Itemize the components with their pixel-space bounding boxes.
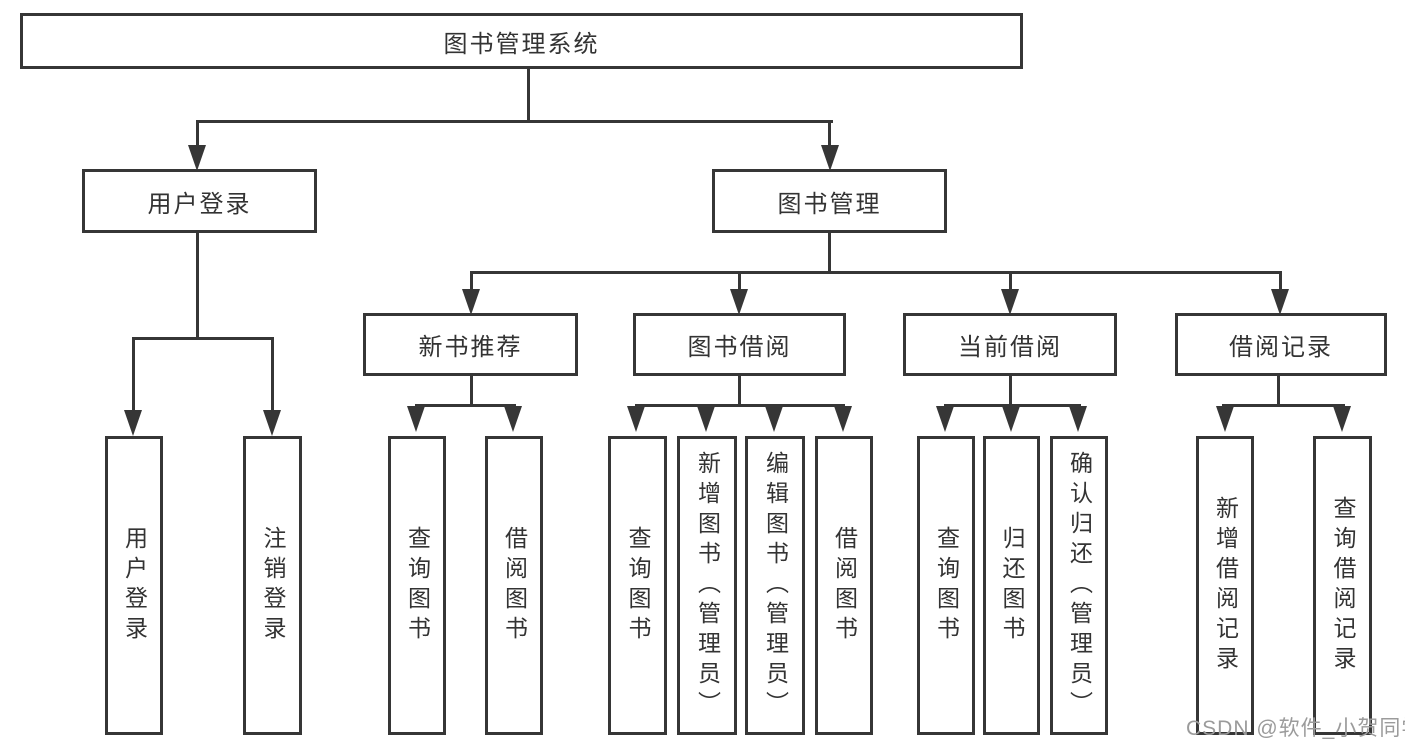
arrow-down-icon xyxy=(124,410,142,436)
connector-root-hline xyxy=(196,120,833,123)
connector-borrow-records-drop xyxy=(1277,375,1280,407)
node-current-borrow: 当前借阅 xyxy=(903,313,1117,376)
connector-stem-leaf-user-login xyxy=(132,337,135,412)
leaf-newbooks-query-books: 查询图书 xyxy=(388,436,446,735)
leaf-borrow-borrow-books: 借阅图书 xyxy=(815,436,873,735)
arrow-down-icon xyxy=(407,406,425,432)
leaf-current-query-books: 查询图书 xyxy=(917,436,975,735)
connector-stem-book-borrow xyxy=(738,271,741,293)
arrow-down-icon xyxy=(730,289,748,315)
connector-user-login-drop xyxy=(196,232,199,340)
arrow-down-icon xyxy=(1216,406,1234,432)
connector-book-borrow-drop xyxy=(738,375,741,407)
arrow-down-icon xyxy=(263,410,281,436)
arrow-down-icon xyxy=(1069,406,1087,432)
leaf-borrow-add-books-admin: 新增图书（管理员） xyxy=(677,436,737,735)
connector-book-mgmt-drop xyxy=(828,232,831,274)
leaf-current-return-books: 归还图书 xyxy=(983,436,1040,735)
connector-current-borrow-hline xyxy=(944,404,1081,407)
node-root-library-system: 图书管理系统 xyxy=(20,13,1023,69)
csdn-watermark: CSDN @软件_小贺同学 xyxy=(1186,717,1405,740)
leaf-borrow-edit-books-admin: 编辑图书（管理员） xyxy=(745,436,805,735)
connector-book-mgmt-hline xyxy=(470,271,1282,274)
leaf-records-query-record: 查询借阅记录 xyxy=(1313,436,1372,735)
leaf-borrow-query-books: 查询图书 xyxy=(608,436,667,735)
connector-user-login-hline xyxy=(132,337,274,340)
node-borrow-records: 借阅记录 xyxy=(1175,313,1387,376)
arrow-down-icon xyxy=(821,145,839,171)
connector-stem-current-borrow xyxy=(1009,271,1012,293)
connector-borrow-records-hline xyxy=(1222,404,1345,407)
arrow-down-icon xyxy=(504,406,522,432)
connector-stem-book-mgmt xyxy=(828,120,831,148)
leaf-logout: 注销登录 xyxy=(243,436,302,735)
arrow-down-icon xyxy=(627,406,645,432)
arrow-down-icon xyxy=(765,406,783,432)
connector-book-borrow-hline xyxy=(635,404,845,407)
node-book-management: 图书管理 xyxy=(712,169,947,233)
arrow-down-icon xyxy=(936,406,954,432)
arrow-down-icon xyxy=(462,289,480,315)
connector-new-books-hline xyxy=(415,404,516,407)
node-user-login: 用户登录 xyxy=(82,169,317,233)
arrow-down-icon xyxy=(697,406,715,432)
arrow-down-icon xyxy=(1333,406,1351,432)
arrow-down-icon xyxy=(1001,289,1019,315)
leaf-newbooks-borrow-books: 借阅图书 xyxy=(485,436,543,735)
leaf-records-add-record: 新增借阅记录 xyxy=(1196,436,1254,735)
arrow-down-icon xyxy=(834,406,852,432)
arrow-down-icon xyxy=(188,145,206,171)
leaf-current-confirm-return-admin: 确认归还（管理员） xyxy=(1050,436,1108,735)
connector-stem-borrow-records xyxy=(1279,271,1282,293)
connector-current-borrow-drop xyxy=(1009,375,1012,407)
connector-stem-user-login xyxy=(196,120,199,148)
connector-root-drop xyxy=(527,68,530,123)
connector-stem-leaf-logout xyxy=(271,337,274,412)
connector-new-books-drop xyxy=(470,375,473,407)
leaf-user-login: 用户登录 xyxy=(105,436,163,735)
connector-stem-new-books xyxy=(470,271,473,293)
arrow-down-icon xyxy=(1271,289,1289,315)
arrow-down-icon xyxy=(1002,406,1020,432)
node-book-borrow: 图书借阅 xyxy=(633,313,846,376)
node-new-book-recommend: 新书推荐 xyxy=(363,313,578,376)
